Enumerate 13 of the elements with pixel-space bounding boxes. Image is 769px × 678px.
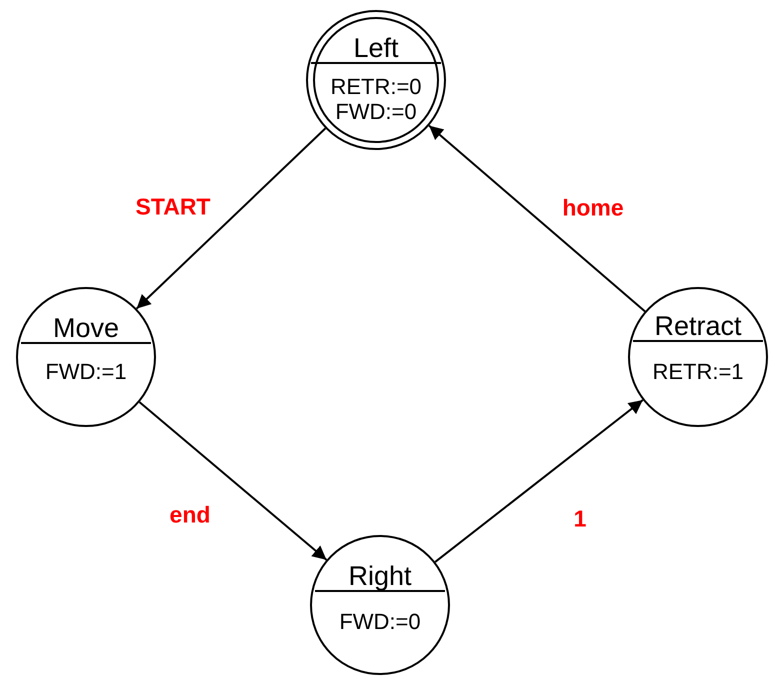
arrow <box>434 399 644 563</box>
state-name: Right <box>348 561 412 591</box>
state-action: FWD:=1 <box>45 359 127 384</box>
state-name: Left <box>353 33 399 63</box>
state-name: Retract <box>654 311 742 341</box>
arrow <box>428 124 646 312</box>
state-action: RETR:=0 <box>330 74 422 99</box>
state-action: FWD:=0 <box>335 99 417 124</box>
arrow <box>138 401 328 561</box>
state-action: RETR:=1 <box>652 359 744 384</box>
state-action: FWD:=0 <box>339 609 421 634</box>
state-name: Move <box>52 313 120 343</box>
arrow <box>136 128 326 310</box>
